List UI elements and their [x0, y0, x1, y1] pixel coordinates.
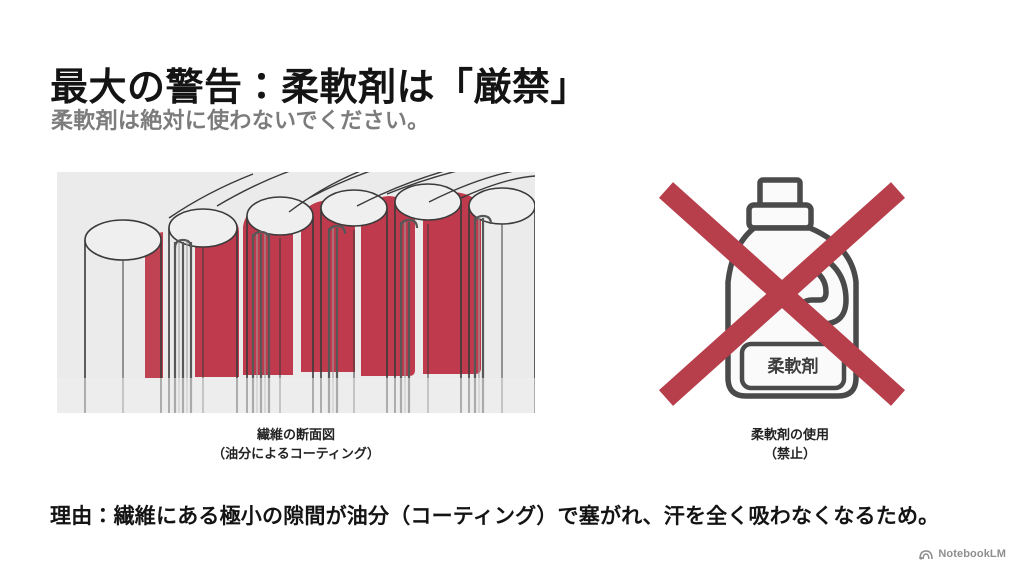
softener-figure-caption: 柔軟剤の使用 （禁止） — [650, 426, 930, 464]
reason-statement: 理由：繊維にある極小の隙間が油分（コーティング）で塞がれ、汗を全く吸わなくなるた… — [50, 505, 940, 528]
bottle-label-text: 柔軟剤 — [768, 356, 819, 376]
fiber-cross-section-illustration — [57, 172, 535, 413]
notebooklm-watermark-label: NotebookLM — [938, 548, 1006, 560]
fiber-cross-section-figure — [57, 172, 535, 413]
prohibition-cross-icon — [658, 182, 906, 406]
fiber-figure-caption: 繊維の断面図 （油分によるコーティング） — [57, 426, 535, 464]
softener-bottle-illustration: 柔軟剤 — [658, 177, 906, 406]
softener-prohibited-figure: 柔軟剤 — [650, 172, 930, 413]
fiber-caption-line2: （油分によるコーティング） — [212, 445, 380, 461]
notebooklm-logo-icon — [919, 549, 934, 559]
page-subtitle: 柔軟剤は絶対に使わないでください。 — [51, 108, 430, 133]
softener-caption-line1: 柔軟剤の使用 — [750, 427, 829, 442]
background-fiber-strokes — [168, 172, 535, 219]
fiber-caption-line1: 繊維の断面図 — [256, 427, 335, 442]
notebooklm-watermark: NotebookLM — [919, 548, 1006, 560]
softener-caption-line2: （禁止） — [763, 445, 816, 461]
page-title: 最大の警告：柔軟剤は「厳禁」 — [50, 67, 590, 110]
